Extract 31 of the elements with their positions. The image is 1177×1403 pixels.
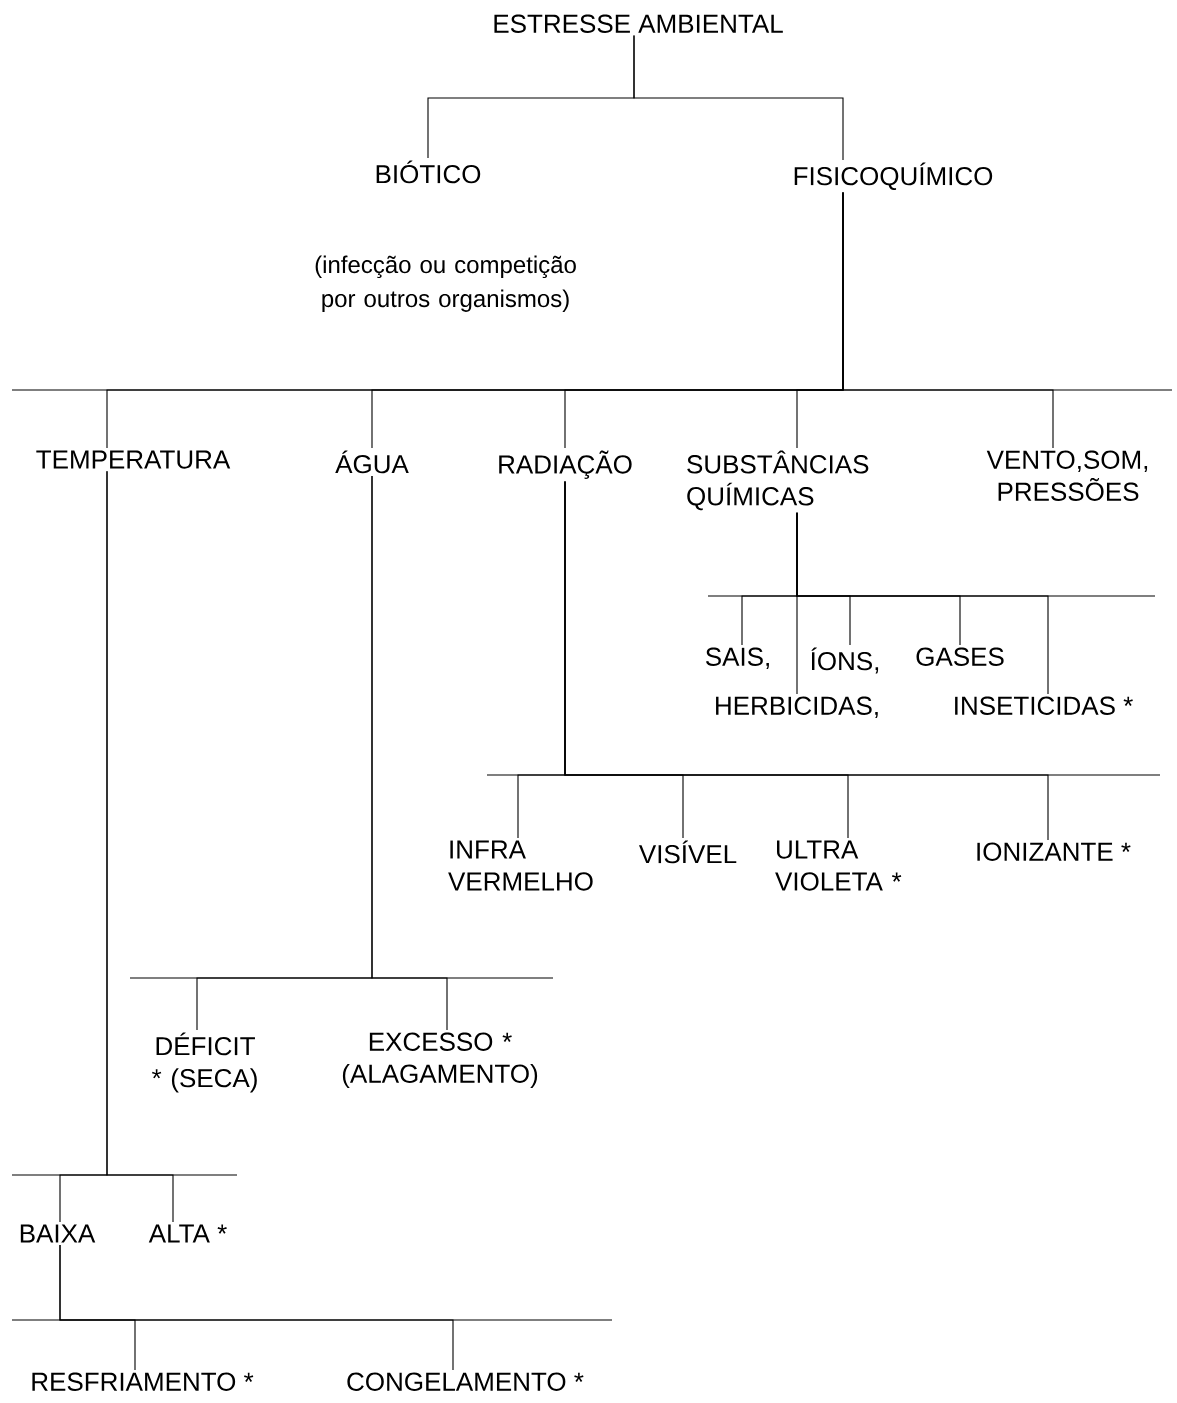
node-label: INFRA VERMELHO [448,840,593,891]
node-label: HERBICIDAS, [716,696,878,719]
tree-connector [796,512,1049,695]
node-label: CONGELAMENTO * [347,1372,584,1391]
node-label: ALTA * [148,1224,227,1243]
node-label: RADIAÇÃO [499,450,632,479]
note-text: (infecção ou competição por outros organismos) [315,255,576,312]
node-label: SAIS, [705,647,769,670]
node-label: ÍONS, [811,647,879,674]
node-label: RESFRIAMENTO * [32,1372,254,1391]
node-label: TEMPERATURA [36,450,231,469]
node-label: DÉFICIT * (SECA) [151,1032,257,1093]
node-label: IONIZANTE * [977,842,1131,861]
tree-connector [564,480,1049,841]
node-label: ÁGUA [335,450,409,474]
node-label: ESTRESSE AMBIENTAL [494,14,783,33]
node-label: GASES [916,647,1004,666]
tree-connector [59,1244,454,1371]
node-label: INSETICIDAS * [955,696,1133,715]
node-label: SUBSTÂNCIAS QUÍMICAS [687,450,869,511]
node-label: BIÓTICO [376,160,481,184]
node-label: VISÍVEL [638,840,737,864]
tree-connector [371,475,448,1031]
node-label: BAIXA [20,1224,96,1243]
tree-connector [842,192,1054,449]
node-label: FISICOQUÍMICO [794,162,993,190]
tree-connector [633,34,844,161]
node-label: VENTO,SOM, PRESSÕES [986,450,1148,501]
node-label: EXCESSO * (ALAGAMENTO) [342,1032,538,1089]
tree-connector [106,470,174,1223]
node-label: ULTRA VIOLETA * [775,840,902,891]
